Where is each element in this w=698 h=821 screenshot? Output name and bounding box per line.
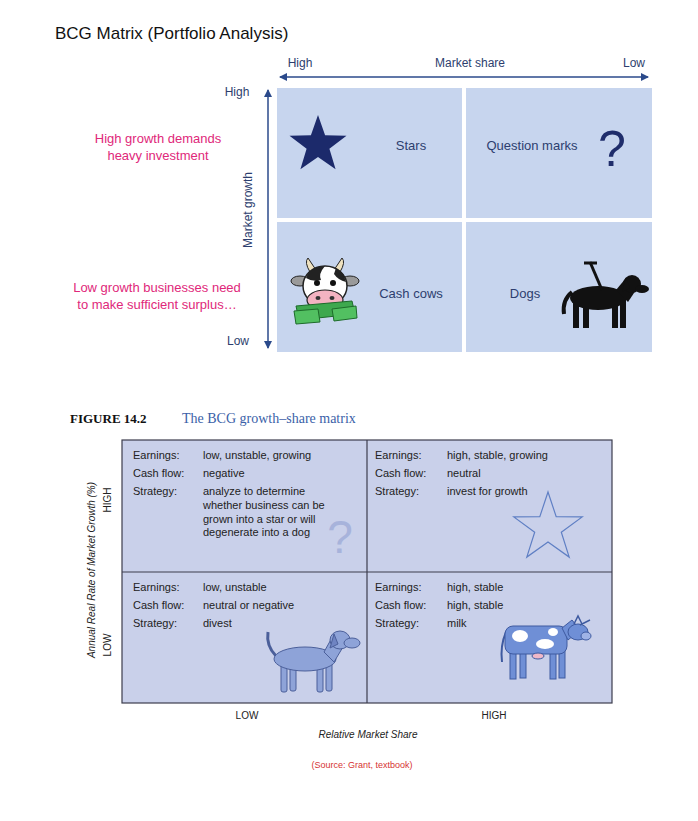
page-title: BCG Matrix (Portfolio Analysis) [55, 23, 288, 44]
row-value: neutral or negative [203, 599, 294, 613]
source-note: (Source: Grant, textbook) [311, 760, 412, 771]
quadrant: Stars [277, 88, 462, 218]
quadrant: Dogs [466, 222, 652, 352]
axis-end-label: LOW [236, 710, 259, 723]
axis-end-label: Low [623, 56, 645, 71]
row-heading: Strategy: [375, 485, 419, 499]
row-value: analyze to determine whether business ca… [203, 485, 325, 540]
cow-figure [502, 616, 592, 679]
axis-end-label: High [225, 85, 250, 100]
axis-end-label: High [288, 56, 313, 71]
row-heading: Cash flow: [375, 599, 426, 613]
row-value: invest for growth [447, 485, 569, 499]
quadrant-fill [466, 88, 652, 218]
row-heading: Strategy: [133, 485, 177, 499]
star-outline [514, 492, 582, 557]
row-value: high, stable, growing [447, 449, 548, 463]
row-value: low, unstable [203, 581, 267, 595]
row-value: low, unstable, growing [203, 449, 311, 463]
row-heading: Earnings: [375, 581, 421, 595]
axis-end-label: LOW [102, 634, 115, 657]
row-value: high, stable [447, 581, 503, 595]
quadrant-fill [277, 222, 462, 352]
star-icon [290, 115, 347, 169]
row-value: high, stable [447, 599, 503, 613]
quadrant-label: Stars [396, 138, 426, 154]
row-heading: Strategy: [375, 617, 419, 631]
growth-axis [267, 90, 269, 348]
matrix-cell: Earnings: low, unstableCash flow: neutral … [122, 572, 367, 703]
quadrant-label: Question marks [486, 138, 577, 154]
row-heading: Cash flow: [133, 467, 184, 481]
quadrant-fill [277, 88, 462, 218]
row-heading: Cash flow: [375, 467, 426, 481]
axis-end-label: HIGH [102, 488, 115, 513]
row-heading: Earnings: [133, 581, 179, 595]
row-heading: Cash flow: [133, 599, 184, 613]
matrix-cell: Earnings:high, stableCash flow:high, sta… [367, 572, 612, 703]
question-symbol: ? [327, 514, 353, 560]
matrix-divider [122, 571, 612, 572]
axis-title: Market growth [241, 172, 256, 248]
quadrant: Question marks? [466, 88, 652, 218]
axis-end-label: Low [227, 334, 249, 349]
row-heading: Strategy: [133, 617, 177, 631]
quadrant: Cash cows [277, 222, 462, 352]
figure-caption: The BCG growth–share matrix [182, 410, 356, 428]
row-heading: Earnings: [375, 449, 421, 463]
row-value: milk [447, 617, 569, 631]
cow-icon [291, 258, 359, 324]
quadrant-label: Cash cows [379, 286, 443, 302]
axis-end-label: HIGH [482, 710, 507, 723]
row-value: divest [203, 617, 325, 631]
axis-title: Annual Real Rate of Market Growth (%) [86, 482, 99, 658]
matrix-frame [122, 440, 612, 703]
matrix-cell: Earnings: high, stable, growingCash flow:… [367, 440, 612, 572]
axis-title: Market share [435, 56, 505, 71]
row-heading: Earnings: [133, 449, 179, 463]
matrix-cell: Earnings: low, unstable, growingCash flow… [122, 440, 367, 572]
share-axis [280, 76, 648, 78]
row-value: neutral [447, 467, 481, 481]
dog-icon [564, 262, 649, 328]
axis-title: Relative Market Share [319, 729, 418, 742]
quadrant-label: Dogs [510, 286, 540, 302]
dog-figure [268, 631, 360, 692]
row-value: negative [203, 467, 245, 481]
annotation-note: High growth demands heavy investment [88, 131, 228, 165]
annotation-note: Low growth businesses need to make suffi… [67, 280, 247, 314]
quadrant-fill [466, 222, 652, 352]
figure-number: FIGURE 14.2 [70, 411, 147, 427]
question-symbol: ? [598, 124, 626, 174]
